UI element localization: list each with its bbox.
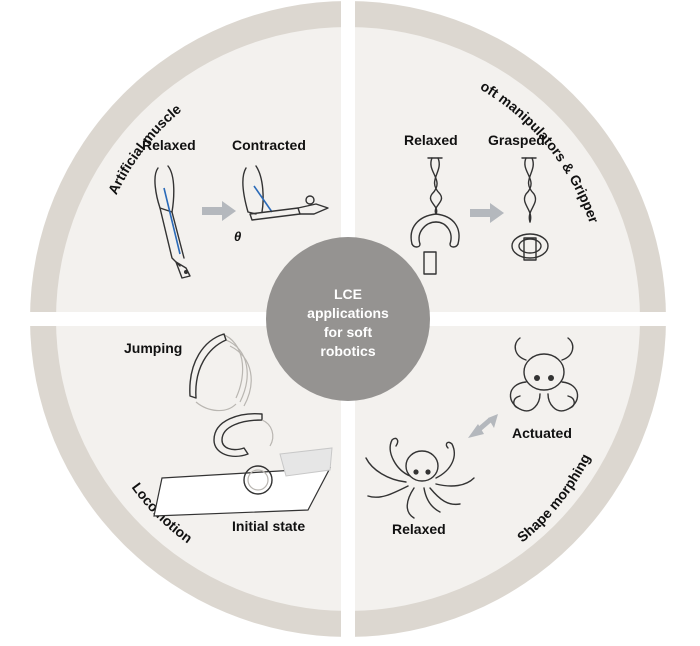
relaxed-gripper-figure xyxy=(410,157,460,275)
grasped-gripper-figure xyxy=(511,157,549,261)
actuated-label: Actuated xyxy=(512,425,572,441)
grasped-label: Grasped xyxy=(488,132,545,148)
center-line-2: applications xyxy=(307,305,389,321)
morphing-arrow xyxy=(468,414,498,438)
muscle-arrow xyxy=(202,201,236,221)
initial-state-label: Initial state xyxy=(232,518,305,534)
jumping-strip-figure xyxy=(153,333,333,517)
relaxed-octopus-figure xyxy=(365,437,475,519)
center-line-1: LCE xyxy=(334,286,362,302)
center-line-3: for soft xyxy=(324,324,373,340)
target-block xyxy=(423,251,437,275)
contracted-label: Contracted xyxy=(232,137,306,153)
center-hub xyxy=(266,237,430,401)
relaxed-label-gripper: Relaxed xyxy=(404,132,458,148)
relaxed-muscle-fiber xyxy=(163,187,181,255)
contracted-muscle-fiber xyxy=(253,185,273,213)
relaxed-label-octopus: Relaxed xyxy=(392,521,446,537)
relaxed-arm-figure xyxy=(154,165,191,279)
actuated-octopus-figure xyxy=(509,337,579,412)
contracted-arm-figure xyxy=(242,165,329,221)
relaxed-label-muscle: Relaxed xyxy=(142,137,196,153)
angle-label: θ xyxy=(234,229,241,244)
base-plate xyxy=(153,467,332,517)
gripper-arrow xyxy=(470,203,504,223)
jumping-label: Jumping xyxy=(124,340,182,356)
center-line-4: robotics xyxy=(320,343,375,359)
